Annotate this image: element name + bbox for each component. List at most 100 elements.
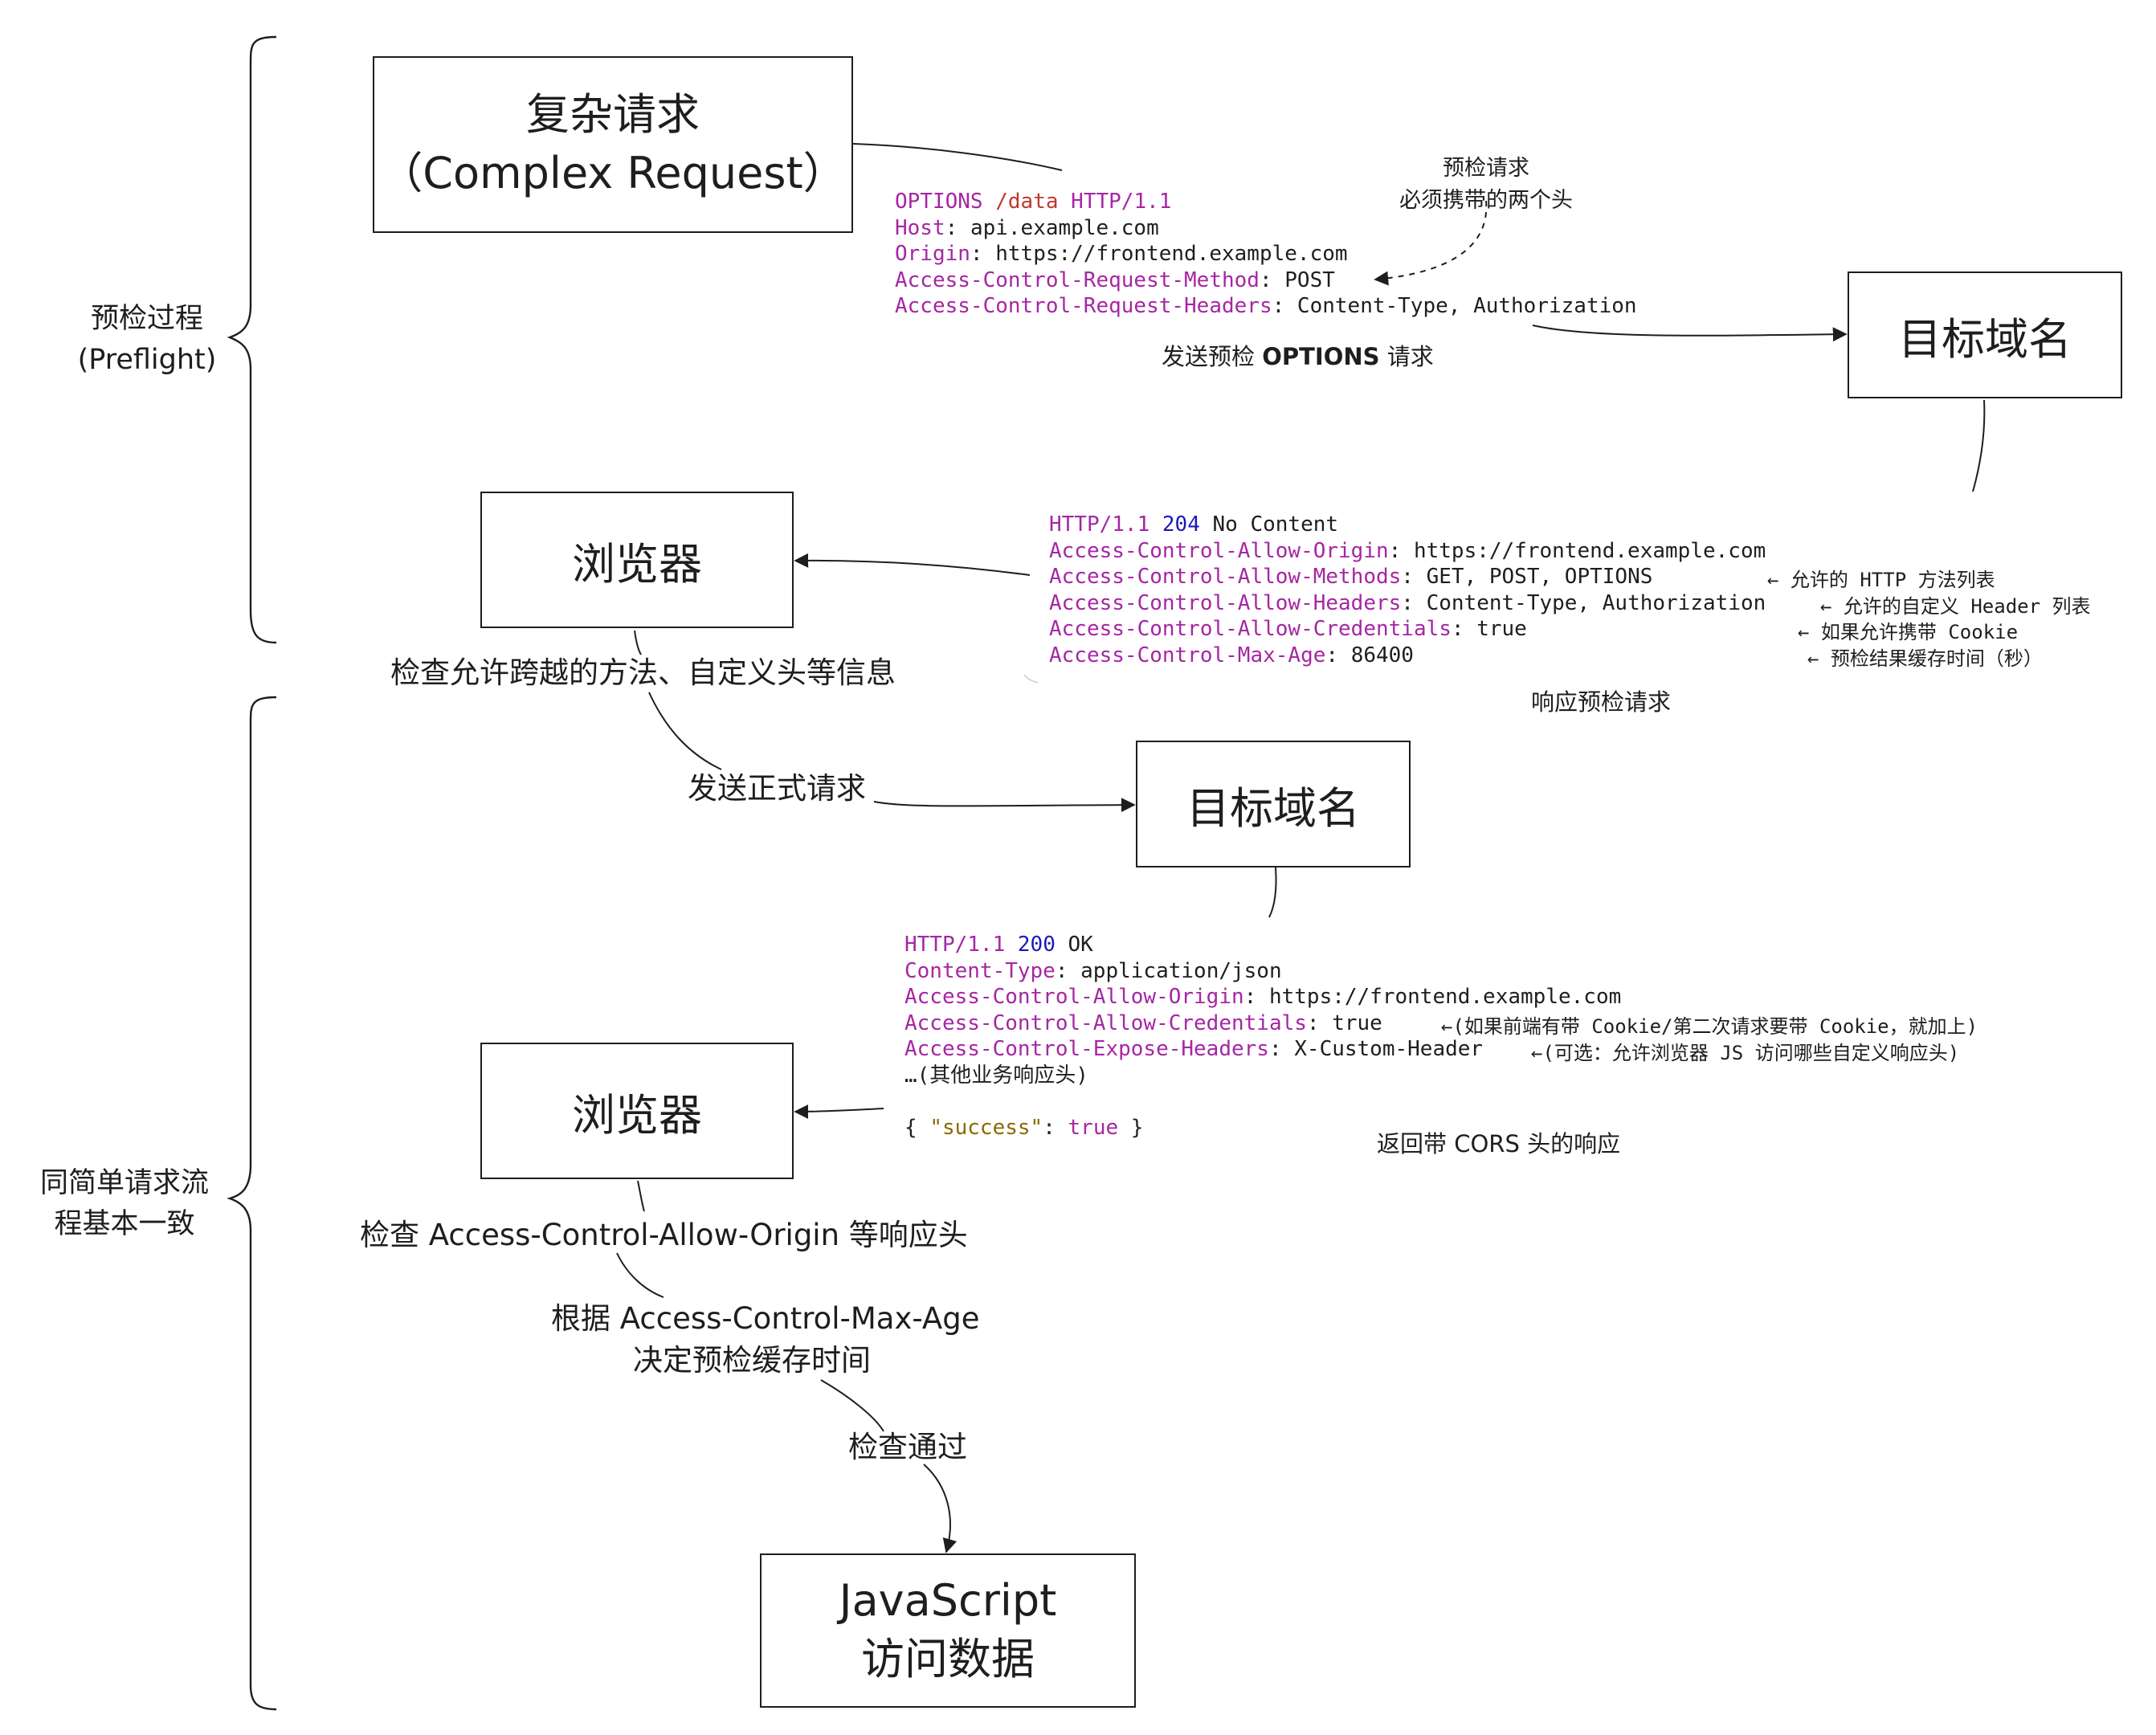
note-allow-methods: ← 允许的 HTTP 方法列表	[1767, 569, 1995, 591]
brace-simple	[227, 696, 277, 1711]
target-domain-label-1: 目标域名	[1898, 313, 2072, 365]
browser-label-2: 浏览器	[572, 1089, 702, 1141]
header-name: Access-Control-Allow-Methods	[1049, 565, 1402, 590]
complex-request-box: 复杂请求 （Complex Request）	[373, 56, 853, 233]
other-headers: …(其他业务响应头)	[904, 1063, 1088, 1088]
preflight-response-code: HTTP/1.1 204 No Content Access-Control-A…	[1049, 512, 1766, 667]
json-key: "success"	[929, 1116, 1043, 1141]
arrow-to-target2	[873, 798, 1136, 813]
header-value: X-Custom-Header	[1294, 1037, 1484, 1062]
response-text: OK	[1068, 933, 1093, 957]
simple-label-line1: 同简单请求流	[39, 1167, 209, 1199]
caption-prefix: 发送预检	[1162, 343, 1263, 370]
check-origin-label: 检查 Access-Control-Allow-Origin 等响应头	[360, 1218, 968, 1252]
connector-check-to-send	[648, 692, 722, 770]
js-access-subtitle: 访问数据	[861, 1634, 1035, 1684]
max-age-line1: 根据 Access-Control-Max-Age	[551, 1301, 980, 1336]
note-expose-credentials: ←(如果前端有带 Cookie/第二次请求要带 Cookie，就加上)	[1441, 1015, 1978, 1038]
response-text: No Content	[1212, 512, 1339, 537]
header-name: Access-Control-Allow-Credentials	[1049, 617, 1452, 642]
request-method: OPTIONS	[895, 190, 983, 214]
header-value: api.example.com	[970, 215, 1159, 240]
connector-browser2-down	[637, 1180, 645, 1212]
header-name: Content-Type	[904, 958, 1056, 983]
preflight-label-line1: 预检过程	[90, 303, 203, 335]
connector-browser1-down	[634, 630, 642, 655]
json-open: {	[904, 1116, 930, 1141]
request-version: HTTP/1.1	[1071, 190, 1172, 214]
target-domain-box-1: 目标域名	[1848, 271, 2122, 398]
arrow-to-browser1	[794, 553, 1031, 576]
header-name: Access-Control-Allow-Headers	[1049, 590, 1402, 615]
response-code: 200	[1017, 933, 1056, 957]
simple-label-line2: 程基本一致	[54, 1207, 195, 1240]
preflight-response-caption: 响应预检请求	[1531, 688, 1672, 716]
header-name: Access-Control-Expose-Headers	[904, 1037, 1269, 1062]
header-value: POST	[1284, 267, 1335, 292]
connector-check-to-maxage	[616, 1252, 664, 1298]
json-colon: :	[1043, 1116, 1068, 1141]
json-value: true	[1068, 1116, 1119, 1141]
caption-bold: OPTIONS	[1262, 343, 1380, 370]
note-expose-headers: ←(可选：允许浏览器 JS 访问哪些自定义响应头)	[1531, 1042, 1960, 1064]
header-name: Access-Control-Max-Age	[1049, 643, 1326, 667]
preflight-label-line2: (Preflight)	[77, 343, 217, 376]
actual-response-caption: 返回带 CORS 头的响应	[1377, 1130, 1621, 1157]
header-name: Access-Control-Allow-Credentials	[904, 1010, 1307, 1035]
connector-target2-down	[1268, 867, 1277, 918]
connector-complex-to-request	[852, 143, 1063, 171]
header-value: application/json	[1080, 958, 1282, 983]
note-max-age: ← 预检结果缓存时间（秒）	[1807, 647, 2043, 670]
header-name: Host	[895, 215, 945, 240]
target-domain-label-2: 目标域名	[1186, 782, 1360, 834]
note-allow-headers: ← 允许的自定义 Header 列表	[1820, 595, 2091, 618]
brace-preflight	[227, 35, 277, 644]
preflight-note-line2: 必须携带的两个头	[1399, 188, 1573, 213]
browser-box-2: 浏览器	[480, 1043, 794, 1179]
js-access-title: JavaScript	[839, 1575, 1057, 1627]
request-path: /data	[995, 190, 1059, 214]
browser-label-1: 浏览器	[572, 538, 702, 590]
header-value: https://frontend.example.com	[1413, 538, 1766, 563]
header-name: Access-Control-Allow-Origin	[1049, 538, 1389, 563]
note-allow-credentials: ← 如果允许携带 Cookie	[1798, 621, 2019, 643]
header-name: Origin	[895, 242, 970, 267]
preflight-brace-label: 预检过程 (Preflight)	[55, 299, 239, 381]
response-version: HTTP/1.1	[1049, 512, 1150, 537]
header-value: Content-Type, Authorization	[1426, 590, 1766, 615]
header-name: Access-Control-Request-Headers	[895, 294, 1272, 319]
check-passed-label: 检查通过	[848, 1430, 967, 1464]
header-value: 86400	[1350, 643, 1414, 667]
arrow-to-target1	[1532, 325, 1848, 342]
max-age-line2: 决定预检缓存时间	[633, 1342, 871, 1378]
json-close: }	[1118, 1116, 1144, 1141]
target-domain-box-2: 目标域名	[1136, 741, 1411, 868]
browser-box-1: 浏览器	[480, 492, 794, 628]
header-value: https://frontend.example.com	[995, 242, 1348, 267]
preflight-request-code: OPTIONS /data HTTP/1.1 Host: api.example…	[895, 190, 1637, 319]
check-allowed-label: 检查允许跨越的方法、自定义头等信息	[390, 655, 896, 690]
header-value: Content-Type, Authorization	[1296, 294, 1637, 319]
simple-brace-label: 同简单请求流 程基本一致	[24, 1163, 225, 1245]
header-name: Access-Control-Request-Method	[895, 267, 1260, 292]
preflight-note-line1: 预检请求	[1443, 156, 1529, 181]
header-value: true	[1476, 617, 1527, 642]
preflight-note: 预检请求 必须携带的两个头	[1366, 153, 1607, 217]
arrow-to-browser2	[794, 1104, 884, 1119]
connector-stub	[1023, 674, 1039, 684]
send-formal-label: 发送正式请求	[688, 771, 866, 806]
arrow-to-js	[923, 1464, 958, 1553]
header-value: GET, POST, OPTIONS	[1426, 565, 1653, 590]
header-value: true	[1332, 1010, 1382, 1035]
complex-request-title: 复杂请求	[526, 89, 700, 141]
complex-request-subtitle: （Complex Request）	[379, 148, 847, 198]
actual-response-code: HTTP/1.1 200 OK Content-Type: applicatio…	[904, 933, 1622, 1141]
arrow-note-dashed	[1374, 200, 1488, 286]
max-age-label: 根据 Access-Control-Max-Age 决定预检缓存时间	[551, 1298, 980, 1382]
js-access-box: JavaScript 访问数据	[760, 1553, 1136, 1708]
send-preflight-caption: 发送预检 OPTIONS 请求	[1162, 341, 1434, 374]
response-version: HTTP/1.1	[904, 933, 1006, 957]
header-name: Access-Control-Allow-Origin	[904, 985, 1244, 1010]
header-value: https://frontend.example.com	[1268, 985, 1622, 1010]
